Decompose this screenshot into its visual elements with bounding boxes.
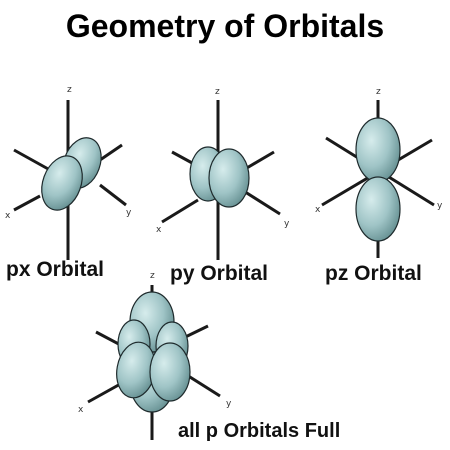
py-front-lobe <box>208 148 250 208</box>
pz-top-lobe <box>355 117 401 183</box>
py-y-letter: y <box>284 219 290 229</box>
py-orbital-label: py Orbital <box>170 262 269 285</box>
all-y-letter: y <box>226 399 232 409</box>
pz-orbital-label: pz Orbital <box>325 262 422 285</box>
pz-x-letter: x <box>315 205 321 215</box>
pz-bottom-lobe <box>355 176 401 242</box>
py-orbital-figure: z x y <box>156 87 290 260</box>
all-x-letter: x <box>78 405 84 415</box>
px-x-axis <box>13 148 51 172</box>
px-z-letter: z <box>67 85 72 95</box>
px-orbital-figure: z x y <box>5 85 132 260</box>
pz-y-letter: y <box>437 201 443 211</box>
py-z-letter: z <box>215 87 220 97</box>
pz-z-letter: z <box>376 87 381 97</box>
page-title: Geometry of Orbitals <box>65 8 385 44</box>
all-z-letter: z <box>150 271 155 281</box>
all-p-orbitals-figure: z x y <box>78 271 232 440</box>
pz-orbital-figure: z x y <box>315 87 443 258</box>
px-front-lobe <box>41 155 83 211</box>
all-p-orbitals-label: all p Orbitals Full <box>178 420 341 442</box>
px-x-letter: x <box>5 211 11 221</box>
px-y-letter: y <box>126 208 132 218</box>
px-orbital-label: px Orbital <box>6 258 105 281</box>
py-x-letter: x <box>156 225 162 235</box>
px-y-axis <box>99 143 123 162</box>
